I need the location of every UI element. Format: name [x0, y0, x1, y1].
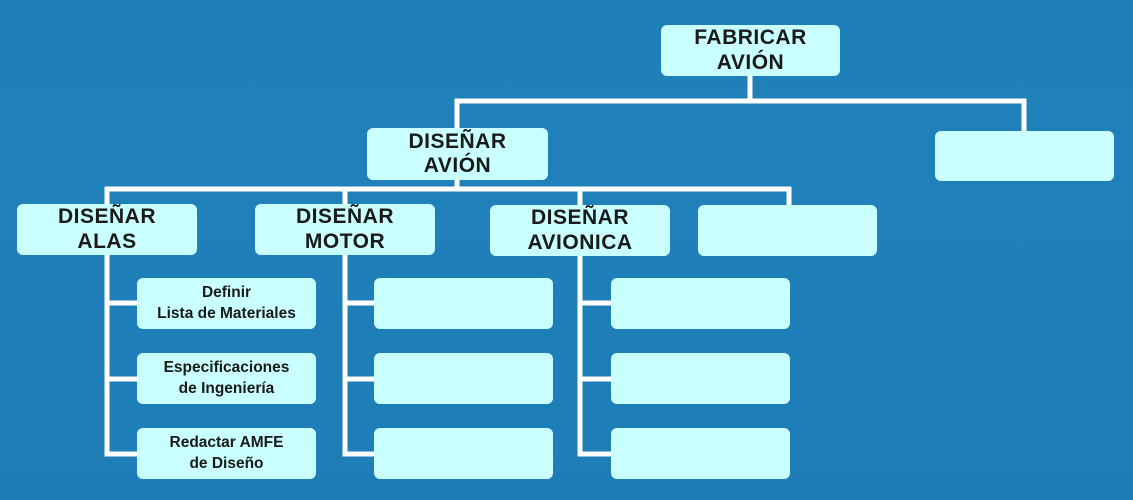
node-disenar-avion: DISEÑAR AVIÓN [367, 128, 548, 180]
node-disenar-motor-label: DISEÑAR MOTOR [295, 205, 394, 253]
node-fabricar-avion-label: FABRICAR AVIÓN [694, 26, 807, 74]
task-redactar-amfe-diseno-label: Redactar AMFE de Diseño [169, 433, 284, 472]
node-disenar-motor: DISEÑAR MOTOR [255, 204, 435, 255]
task-avionica-empty-2 [611, 353, 790, 404]
node-disenar-avionica-label: DISEÑAR AVIONICA [527, 206, 633, 254]
task-especificaciones-ingenieria-label: Especificaciones de Ingeniería [163, 358, 290, 397]
task-avionica-empty-1 [611, 278, 790, 329]
node-fabricar-avion: FABRICAR AVIÓN [661, 25, 840, 76]
node-disenar-alas: DISEÑAR ALAS [17, 204, 197, 255]
task-avionica-empty-3 [611, 428, 790, 479]
task-motor-empty-2 [374, 353, 553, 404]
task-motor-empty-1 [374, 278, 553, 329]
node-disenar-avion-label: DISEÑAR AVIÓN [408, 129, 507, 177]
node-empty-level2 [698, 205, 877, 256]
node-disenar-alas-label: DISEÑAR ALAS [57, 205, 156, 253]
task-especificaciones-ingenieria: Especificaciones de Ingeniería [137, 353, 316, 404]
task-definir-lista-materiales: Definir Lista de Materiales [137, 278, 316, 329]
task-redactar-amfe-diseno: Redactar AMFE de Diseño [137, 428, 316, 479]
task-definir-lista-materiales-label: Definir Lista de Materiales [157, 283, 296, 322]
node-disenar-avionica: DISEÑAR AVIONICA [490, 205, 670, 256]
node-empty-level1 [935, 131, 1114, 181]
task-motor-empty-3 [374, 428, 553, 479]
